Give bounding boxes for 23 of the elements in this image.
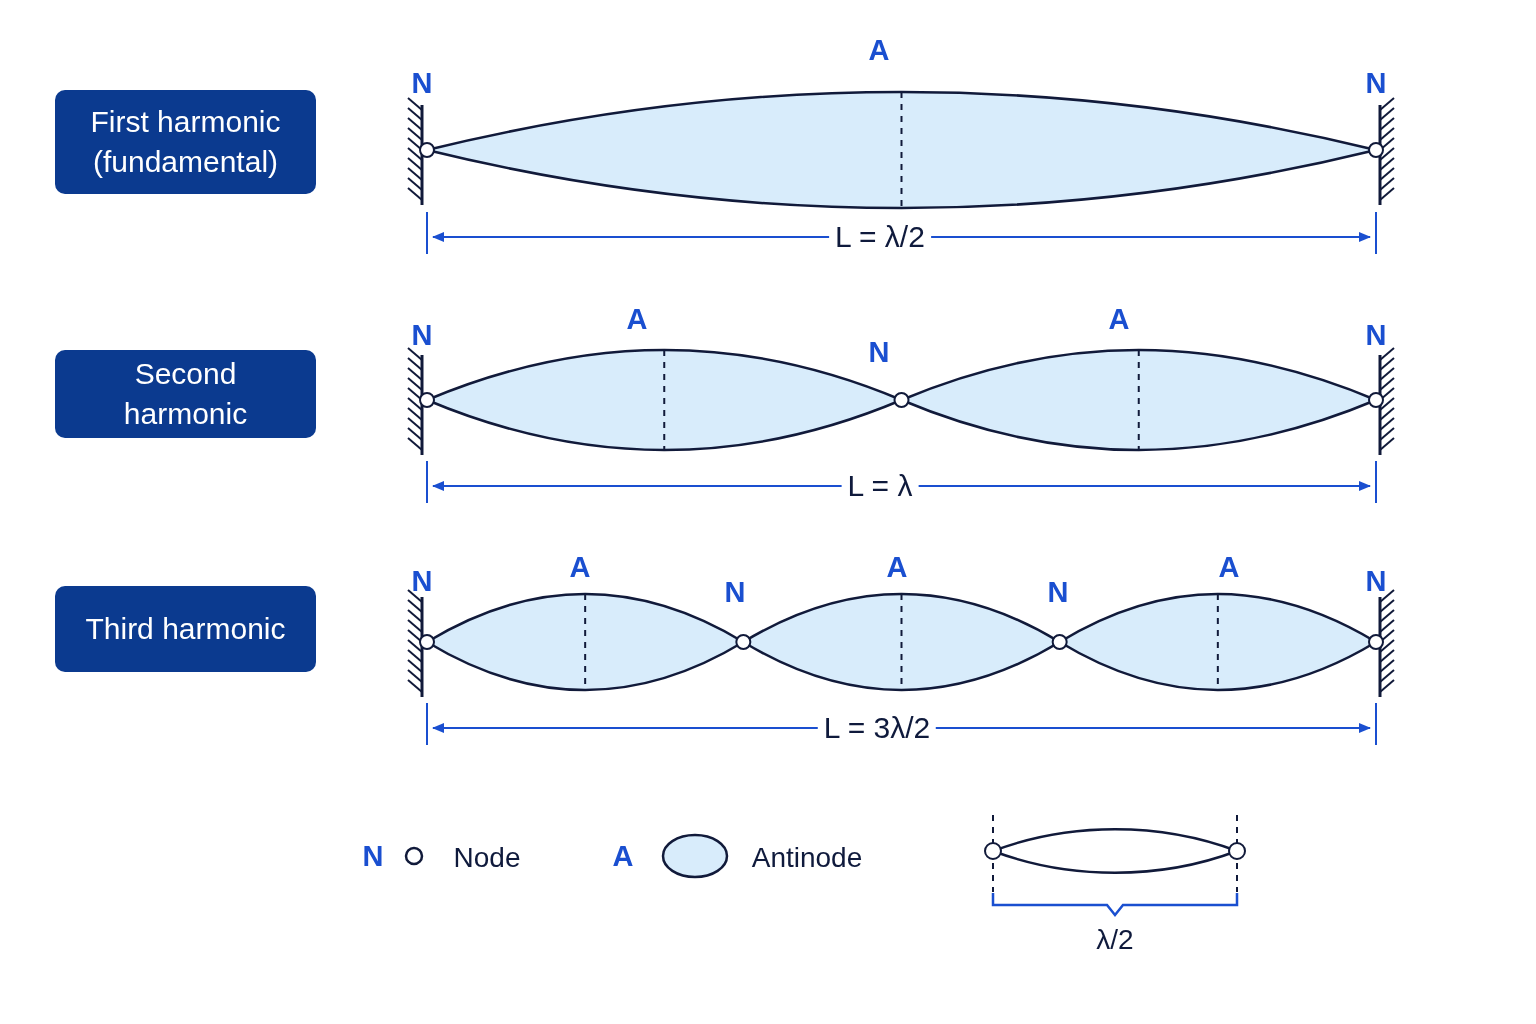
wavelength-label: λ/2 — [1096, 924, 1134, 956]
harmonic-box: Third harmonic — [55, 586, 316, 672]
point-label: N — [362, 839, 384, 873]
point-label: N — [1365, 66, 1387, 100]
point-label: N — [724, 575, 746, 609]
point-label: N — [411, 318, 433, 352]
point-label: A — [626, 302, 648, 336]
point-label: N — [1047, 575, 1069, 609]
point-label: A — [569, 550, 591, 584]
point-label: A — [1218, 550, 1240, 584]
point-label: A — [886, 550, 908, 584]
point-label: N — [1365, 318, 1387, 352]
legend-label: Antinode — [751, 842, 863, 874]
harmonic-box: Second harmonic — [55, 350, 316, 438]
point-label: N — [411, 66, 433, 100]
point-label: N — [1365, 564, 1387, 598]
legend-label: Node — [453, 842, 521, 874]
point-label: A — [1108, 302, 1130, 336]
point-label: A — [868, 33, 890, 67]
point-label: A — [612, 839, 634, 873]
point-label: N — [411, 564, 433, 598]
harmonic-box: First harmonic (fundamental) — [55, 90, 316, 194]
point-label: N — [868, 335, 890, 369]
